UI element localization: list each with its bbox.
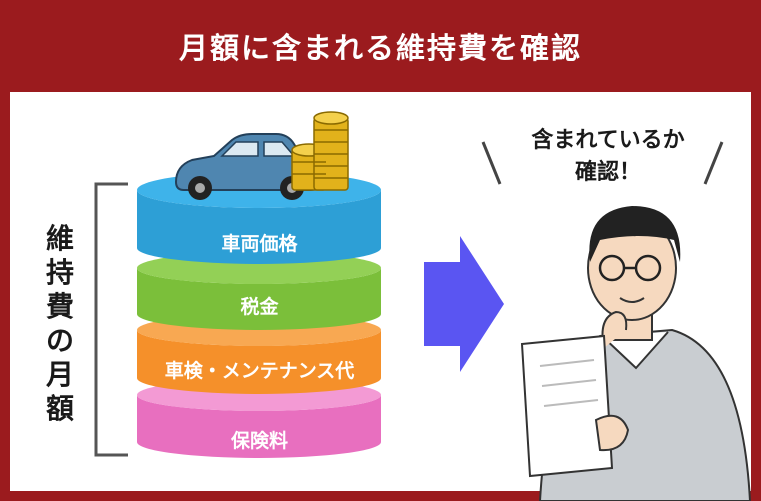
car-icon: [174, 133, 319, 200]
layer-label-tax: 税金: [240, 296, 279, 318]
speech-line-2: 確認！: [574, 160, 641, 185]
man-reading-icon: [520, 206, 752, 501]
maintenance-monthly-label: 維 持 費 の 月 額: [45, 222, 74, 425]
emphasis-line-right: [703, 141, 724, 185]
header-title: 月額に含まれる維持費を確認: [178, 31, 582, 65]
layer-label-vehicle-price: 車両価格: [221, 233, 298, 255]
layer-label-inspection: 車検・メンテナンス代: [164, 360, 355, 382]
right-arrow-icon: [424, 236, 504, 372]
speech-line-1: 含まれているか: [531, 128, 685, 153]
speech-text: 含まれているか 確認！: [518, 125, 698, 189]
layer-label-insurance: 保険料: [230, 430, 288, 452]
header-bar: 月額に含まれる維持費を確認: [0, 0, 761, 92]
emphasis-line-left: [481, 141, 502, 185]
bracket-line: [94, 182, 128, 457]
coin-stack-icon: [291, 111, 349, 191]
